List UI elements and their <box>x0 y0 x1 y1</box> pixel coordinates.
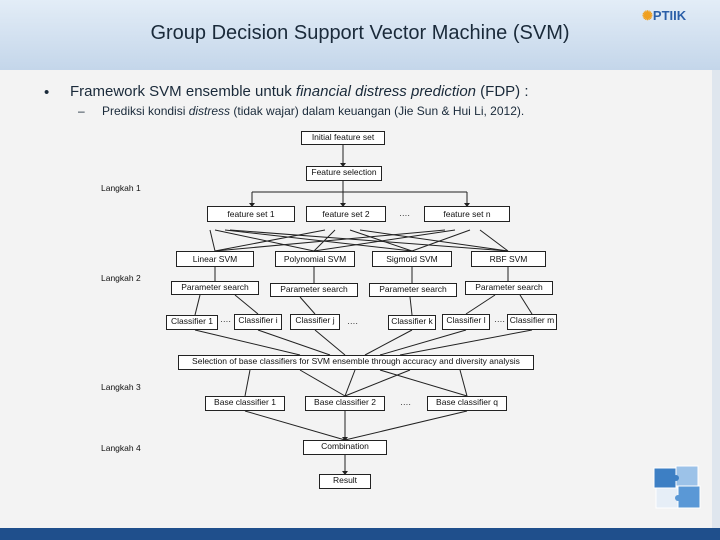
bullet-text-1: Framework SVM ensemble untuk financial d… <box>70 83 529 100</box>
base-classifier-1-box: Base classifier 1 <box>205 396 285 411</box>
classifier-l-box: Classifier l <box>442 314 490 330</box>
polynomial-svm-box: Polynomial SVM <box>275 251 355 267</box>
feature-set-ellipsis: …. <box>399 208 410 218</box>
classifier-k-box: Classifier k <box>388 315 436 330</box>
classifier-ellipsis-2: …. <box>347 316 358 326</box>
classifier-j-box: Classifier j <box>290 314 340 330</box>
slide-title: Group Decision Support Vector Machine (S… <box>150 22 570 44</box>
selection-box: Selection of base classifiers for SVM en… <box>178 355 534 370</box>
feature-selection-box: Feature selection <box>306 166 382 181</box>
base-classifier-q-box: Base classifier q <box>427 396 507 411</box>
bullet1-part-a: Framework SVM ensemble untuk <box>70 83 296 100</box>
parameter-search-box-4: Parameter search <box>465 281 553 295</box>
step-label-2: Langkah 2 <box>101 273 141 283</box>
feature-set-n-box: feature set n <box>424 206 510 222</box>
logo-text: PTIIK <box>652 8 687 23</box>
bullet-marker-2: – <box>78 104 85 118</box>
bullet2-part-c: (tidak wajar) dalam keuangan (Jie Sun & … <box>230 104 525 118</box>
sigmoid-svm-box: Sigmoid SVM <box>372 251 452 267</box>
ptiik-logo: ✺PTIIK <box>642 8 686 24</box>
base-classifier-ellipsis: …. <box>400 397 411 407</box>
right-bar <box>712 70 720 528</box>
feature-set-2-box: feature set 2 <box>306 206 386 222</box>
initial-feature-set-box: Initial feature set <box>301 131 385 145</box>
bottom-bar <box>0 528 720 540</box>
base-classifier-2-box: Base classifier 2 <box>305 396 385 411</box>
step-label-4: Langkah 4 <box>101 443 141 453</box>
classifier-ellipsis-3: …. <box>494 314 505 324</box>
step-label-1: Langkah 1 <box>101 183 141 193</box>
result-box: Result <box>319 474 371 489</box>
step-label-3: Langkah 3 <box>101 382 141 392</box>
feature-set-1-box: feature set 1 <box>207 206 295 222</box>
parameter-search-box-1: Parameter search <box>171 281 259 295</box>
bullet2-part-a: Prediksi kondisi <box>102 104 189 118</box>
linear-svm-box: Linear SVM <box>176 251 254 267</box>
bullet-marker-1: • <box>44 84 50 101</box>
bullet-text-2: Prediksi kondisi distress (tidak wajar) … <box>102 104 524 118</box>
bullet2-part-b: distress <box>188 104 231 118</box>
combination-box: Combination <box>303 440 387 455</box>
parameter-search-box-2: Parameter search <box>270 283 358 297</box>
slide-header <box>0 0 720 70</box>
classifier-i-box: Classifier i <box>234 314 282 330</box>
decorative-puzzle-icon <box>653 465 701 509</box>
classifier-m-box: Classifier m <box>507 314 557 330</box>
classifier-1-box: Classifier 1 <box>166 315 218 330</box>
rbf-svm-box: RBF SVM <box>471 251 546 267</box>
bullet1-part-c: (FDP) : <box>476 83 529 100</box>
classifier-ellipsis-1: …. <box>220 314 231 324</box>
parameter-search-box-3: Parameter search <box>369 283 457 297</box>
logo-mark-icon: ✺ <box>642 8 653 23</box>
bullet1-part-b: financial distress prediction <box>295 83 477 100</box>
